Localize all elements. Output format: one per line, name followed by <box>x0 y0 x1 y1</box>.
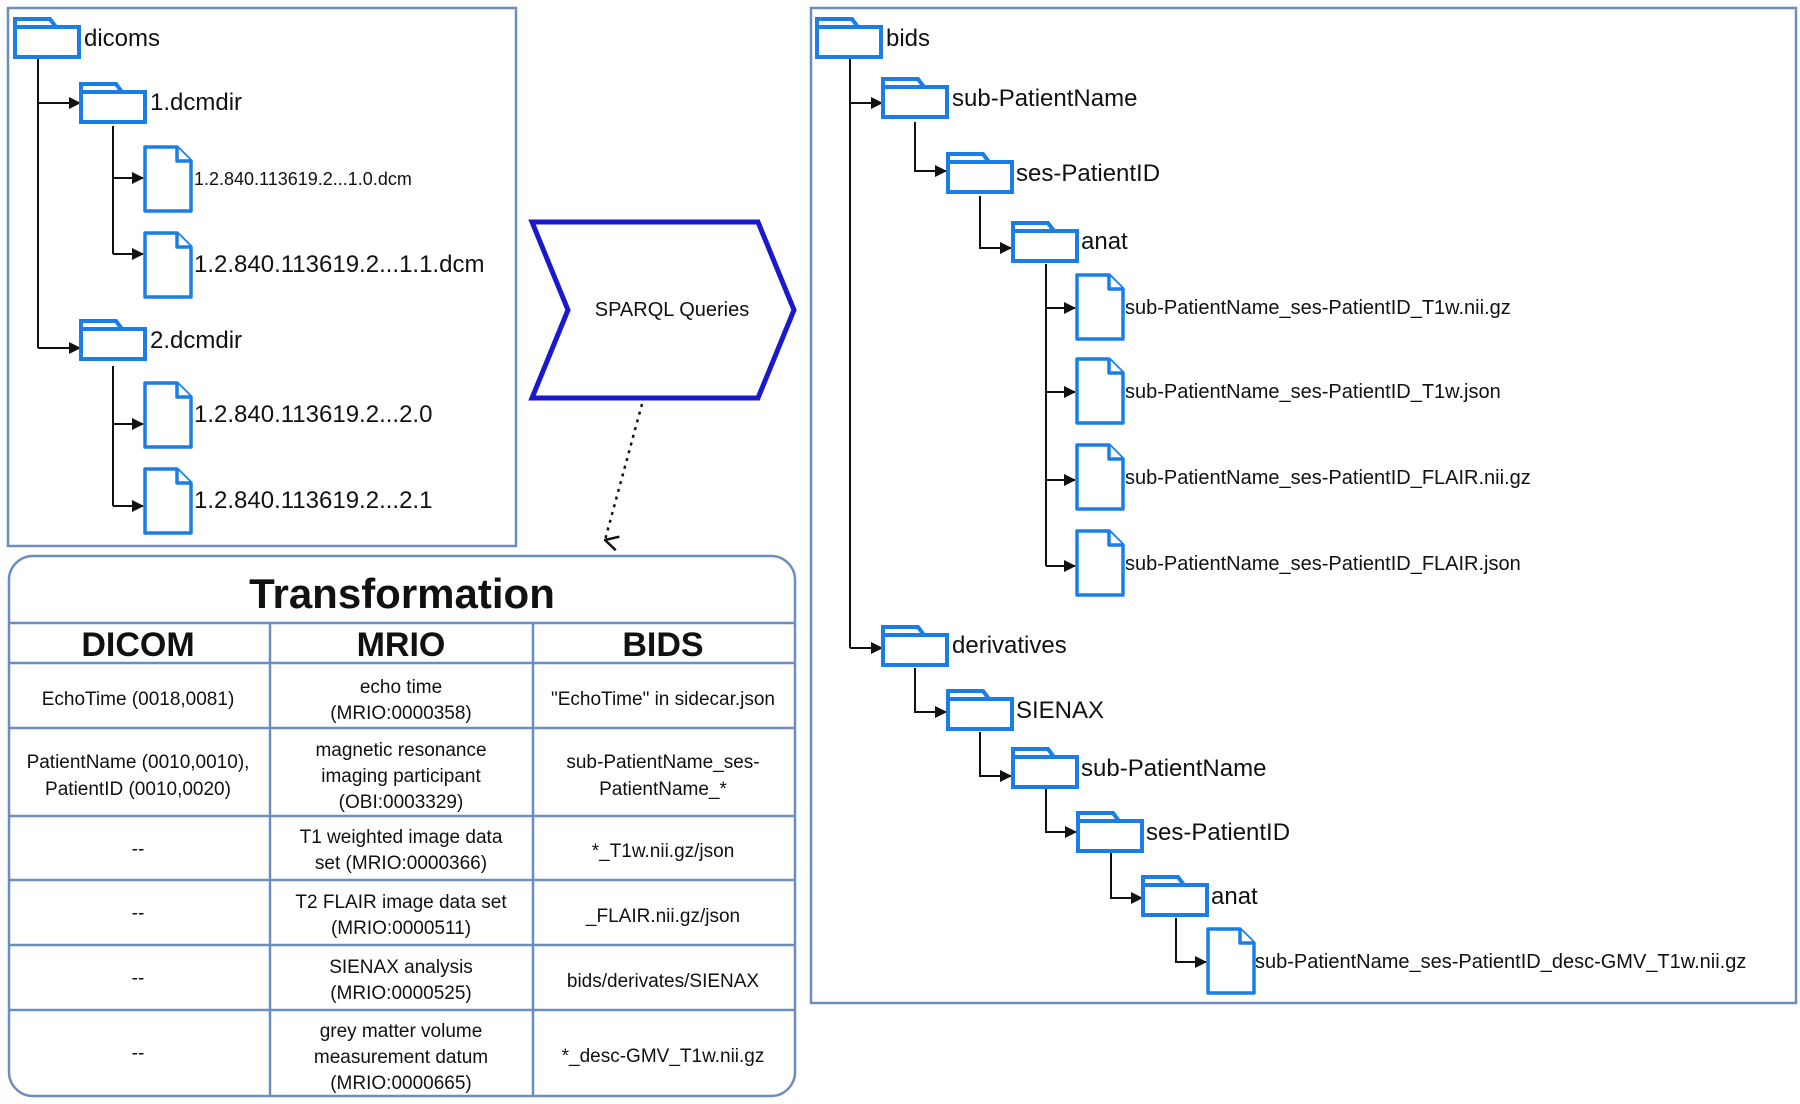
table-cell-mrio: (MRIO:0000358) <box>330 703 472 724</box>
table-row: PatientName (0010,0010), PatientID (0010… <box>27 740 760 813</box>
table-cell-bids: "EchoTime" in sidecar.json <box>551 689 775 710</box>
table-cell-mrio: T1 weighted image data <box>300 827 503 848</box>
dcm-file-1-0-label: 1.2.840.113619.2...1.0.dcm <box>194 169 412 189</box>
table-row: -- T1 weighted image data set (MRIO:0000… <box>132 827 735 874</box>
dicoms-root-label: dicoms <box>84 25 160 52</box>
transformation-title: Transformation <box>249 570 555 617</box>
table-cell-dicom: -- <box>132 839 145 860</box>
dcmdir-2-label: 2.dcmdir <box>150 327 242 354</box>
table-cell-dicom: -- <box>132 1043 145 1064</box>
dcm-file-2-1-label: 1.2.840.113619.2...2.1 <box>194 487 432 514</box>
column-header-dicom: DICOM <box>81 626 194 664</box>
sparql-chevron-shape <box>528 219 797 401</box>
anat-label: anat <box>1081 228 1128 255</box>
dcm-file-1-0-icon <box>143 145 193 213</box>
dcm-file-1-1-label: 1.2.840.113619.2...1.1.dcm <box>194 251 484 278</box>
table-cell-mrio: magnetic resonance <box>315 740 486 761</box>
transformation-table-border <box>7 554 797 1098</box>
table-cell-mrio: measurement datum <box>314 1047 488 1068</box>
table-row: -- SIENAX analysis (MRIO:0000525) bids/d… <box>132 957 760 1004</box>
table-cell-mrio: (MRIO:0000525) <box>330 983 472 1004</box>
dcmdir-1-label: 1.dcmdir <box>150 89 242 116</box>
table-cell-bids: PatientName_* <box>599 779 727 800</box>
deriv-anat-label: anat <box>1211 883 1258 910</box>
t1w-json-file-icon <box>1075 357 1125 425</box>
table-grid <box>9 621 795 1096</box>
table-cell-bids: *_desc-GMV_T1w.nii.gz <box>562 1046 765 1067</box>
column-header-mrio: MRIO <box>357 626 446 664</box>
table-cell-dicom: EchoTime (0018,0081) <box>42 689 235 710</box>
table-cell-dicom: -- <box>132 903 145 924</box>
dcm-file-1-1-icon <box>143 231 193 299</box>
table-cell-dicom: PatientName (0010,0010), <box>27 752 250 773</box>
table-cell-mrio: SIENAX analysis <box>329 957 473 978</box>
dcm-file-2-1-icon <box>143 467 193 535</box>
t1w-json-file-label: sub-PatientName_ses-PatientID_T1w.json <box>1125 381 1501 403</box>
table-cell-dicom: -- <box>132 968 145 989</box>
table-cell-bids: _FLAIR.nii.gz/json <box>585 906 740 927</box>
derivatives-label: derivatives <box>952 632 1067 659</box>
t1w-nii-file-icon <box>1075 273 1125 341</box>
bids-tree-lines <box>849 56 1207 968</box>
deriv-subject-label: sub-PatientName <box>1081 755 1266 782</box>
table-row: EchoTime (0018,0081) echo time (MRIO:000… <box>42 677 775 724</box>
gmv-file-icon <box>1206 927 1256 995</box>
bids-root-label: bids <box>886 25 930 52</box>
t1w-nii-file-label: sub-PatientName_ses-PatientID_T1w.nii.gz <box>1125 297 1511 319</box>
bids-panel: bids sub-PatientName ses-PatientID anat … <box>809 6 1798 1005</box>
flair-nii-file-icon <box>1075 443 1125 511</box>
dicom-panel: dicoms 1.dcmdir 1.2.840.113619.2...1.0.d… <box>6 6 518 548</box>
table-cell-mrio: imaging participant <box>321 766 481 787</box>
dcm-file-2-0-icon <box>143 381 193 449</box>
table-cell-mrio: echo time <box>360 677 442 698</box>
table-row: -- T2 FLAIR image data set (MRIO:0000511… <box>132 892 740 939</box>
sparql-to-transformation-arrow <box>605 403 644 540</box>
transformation-table: Transformation DICOM MRIO BIDS EchoTime … <box>7 554 797 1098</box>
table-cell-mrio: (MRIO:0000511) <box>331 918 471 939</box>
table-cell-mrio: set (MRIO:0000366) <box>315 853 487 874</box>
table-cell-mrio: (OBI:0003329) <box>339 792 464 813</box>
table-cell-bids: sub-PatientName_ses- <box>566 752 759 773</box>
flair-json-file-icon <box>1075 529 1125 597</box>
table-cell-dicom: PatientID (0010,0020) <box>45 779 231 800</box>
dicom-tree-lines <box>37 56 144 512</box>
flair-json-file-label: sub-PatientName_ses-PatientID_FLAIR.json <box>1125 553 1521 575</box>
sparql-process: SPARQL Queries <box>528 219 797 540</box>
session-label: ses-PatientID <box>1016 160 1160 187</box>
table-cell-mrio: (MRIO:0000665) <box>330 1073 472 1094</box>
gmv-file-label: sub-PatientName_ses-PatientID_desc-GMV_T… <box>1255 951 1746 973</box>
sienax-label: SIENAX <box>1016 697 1104 724</box>
table-cell-bids: bids/derivates/SIENAX <box>567 971 760 992</box>
subject-label: sub-PatientName <box>952 85 1137 112</box>
table-row: -- grey matter volume measurement datum … <box>132 1021 765 1094</box>
flair-nii-file-label: sub-PatientName_ses-PatientID_FLAIR.nii.… <box>1125 467 1531 489</box>
sparql-queries-label: SPARQL Queries <box>595 299 750 321</box>
column-header-bids: BIDS <box>622 626 703 664</box>
dcm-file-2-0-label: 1.2.840.113619.2...2.0 <box>194 401 432 428</box>
table-cell-mrio: grey matter volume <box>320 1021 483 1042</box>
table-cell-bids: *_T1w.nii.gz/json <box>592 841 735 862</box>
table-cell-mrio: T2 FLAIR image data set <box>295 892 507 913</box>
deriv-session-label: ses-PatientID <box>1146 819 1290 846</box>
